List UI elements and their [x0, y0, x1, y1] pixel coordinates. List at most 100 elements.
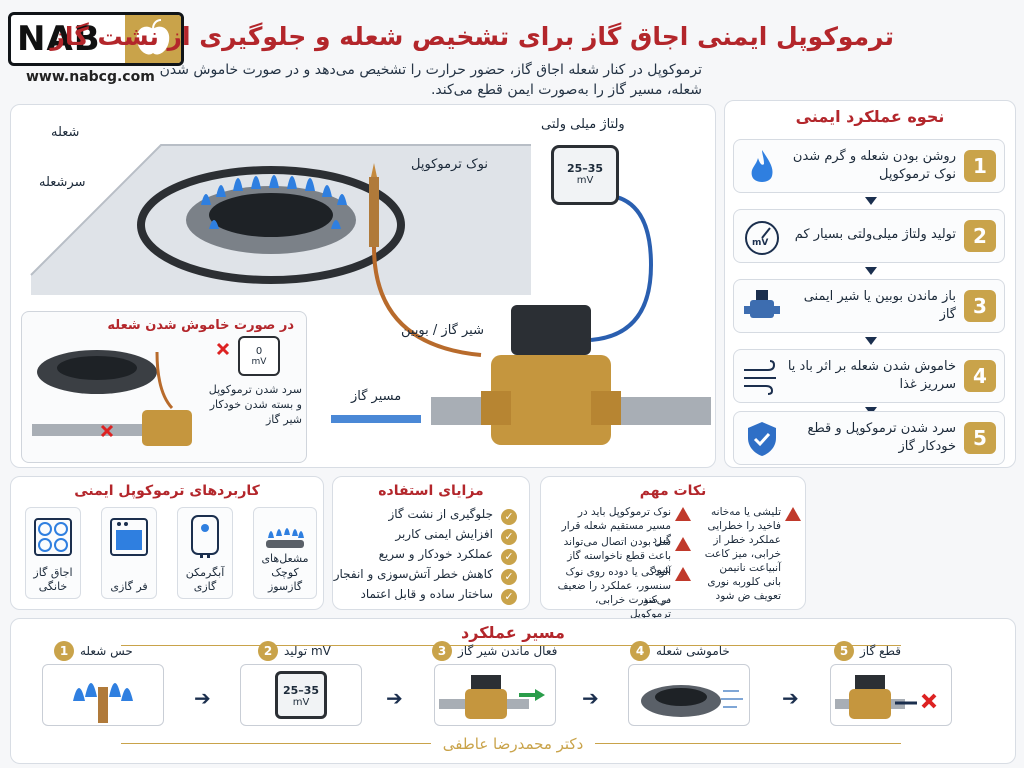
flow-step-5-number: 5 — [834, 641, 854, 661]
application-cooktop: اجاق گاز خانگی — [25, 507, 81, 599]
flame-sensor-icon — [73, 683, 133, 723]
flame-out-illustration — [32, 342, 230, 446]
brand-url[interactable]: www.nabcg.com — [26, 69, 155, 85]
flame-out-gauge-unit: mV — [251, 357, 267, 367]
benefits-title: مزایای استفاده — [378, 483, 484, 499]
step-3-text: باز ماندن بوبین یا شیر ایمنی گاز — [803, 289, 956, 322]
flow-arrow-icon: ➔ — [782, 686, 799, 710]
application-burner: مشعل‌های کوچک گازسوز — [253, 507, 317, 599]
flow-arrow-icon: ➔ — [194, 686, 211, 710]
flow-gauge-unit: mV — [292, 697, 310, 708]
flow-title-divider — [121, 645, 901, 646]
application-oven: فر گازی — [101, 507, 157, 599]
step-1-text: روشن بودن شعله و گرم شدن نوک ترموکوپل — [792, 149, 956, 182]
flame-out-gauge: 0 mV — [238, 336, 280, 376]
flow-step-4-label: خاموشی شعله — [656, 644, 730, 658]
warning-icon — [675, 567, 691, 581]
applications-panel: کاربردهای ترموکوپل ایمنی اجاق گاز خانگی … — [10, 476, 324, 610]
flow-step-1-number: 1 — [54, 641, 74, 661]
warning-icon — [675, 537, 691, 551]
application-oven-label: فر گازی — [110, 580, 148, 593]
step-5-number: 5 — [964, 422, 996, 454]
tip-item: عملکرد خطر از — [713, 534, 781, 546]
flame-out-icon — [641, 685, 743, 717]
gauge-icon-unit: mV — [752, 238, 769, 248]
gas-valve-label: شیر گاز / بوبین — [401, 323, 484, 338]
flow-gauge: 25–35 mV — [275, 671, 327, 719]
benefit-item: کاهش خطر آتش‌سوزی و انفجار — [333, 567, 493, 581]
flow-arrow-icon: ➔ — [386, 686, 403, 710]
application-water-heater-label: آبگرمکن گازی — [185, 566, 225, 593]
tips-panel: نکات مهم نوک ترموکوپل باید در مسیر مستقی… — [540, 476, 806, 620]
flame-icon — [742, 148, 782, 186]
author-text: دکتر محمدرضا عاطفی — [430, 735, 596, 753]
applications-title: کاربردهای ترموکوپل ایمنی — [74, 483, 260, 499]
tip-item: تلیشی یا مه‌خانه — [711, 506, 781, 518]
benefits-panel: مزایای استفاده جلوگیری از نشت گاز افزایش… — [332, 476, 530, 610]
flow-step-1-label: حس شعله — [80, 644, 133, 658]
flow-step-4 — [628, 664, 750, 726]
millivolt-gauge-value: 25–35 — [566, 162, 604, 175]
benefit-item: ساختار ساده و قابل اعتماد — [360, 587, 493, 601]
how-it-works-title: نحوه عملکرد ایمنی — [795, 107, 945, 126]
step-arrow — [865, 337, 877, 345]
flame-out-title: در صورت خاموش شدن شعله — [107, 318, 294, 333]
flow-arrow-icon: ➔ — [582, 686, 599, 710]
gas-cut-icon — [835, 675, 937, 719]
step-1-number: 1 — [964, 150, 996, 182]
tip-item: بانی کلوربه نوری — [707, 576, 781, 588]
tip-item: تعویف ض شود — [715, 590, 781, 602]
check-icon: ✓ — [501, 569, 517, 585]
step-2: 2 تولید ولتاژ میلی‌ولتی بسیار کم mV — [733, 209, 1005, 263]
tips-title: نکات مهم — [639, 483, 707, 499]
page-title: ترموکوپل ایمنی اجاق گاز برای تشخیص شعله … — [50, 22, 894, 51]
application-water-heater: آبگرمکن گازی — [177, 507, 233, 599]
warning-icon — [785, 507, 801, 521]
check-icon: ✓ — [501, 589, 517, 605]
valve-icon — [742, 288, 782, 326]
step-2-text: تولید ولتاژ میلی‌ولتی بسیار کم — [794, 227, 956, 242]
step-5: 5 سرد شدن ترموکوپل و قطع خودکار گاز — [733, 411, 1005, 465]
flame-label: شعله — [51, 125, 80, 140]
apple-logo-icon — [125, 15, 181, 63]
check-icon: ✓ — [501, 509, 517, 525]
flow-step-2: 25–35 mV — [240, 664, 362, 726]
water-heater-icon — [190, 514, 220, 562]
step-1: 1 روشن بودن شعله و گرم شدن نوک ترموکوپل — [733, 139, 1005, 193]
flow-step-5 — [830, 664, 952, 726]
tip-item: در صورت خرابی، ترموکوپل — [595, 594, 671, 620]
flow-title: مسیر عملکرد — [461, 623, 565, 642]
step-3-number: 3 — [964, 290, 996, 322]
application-burner-label: مشعل‌های کوچک گازسوز — [261, 552, 309, 593]
flow-step-3 — [434, 664, 556, 726]
tip-item: آلودگی یا دوده روی نوک سنسور، عملکرد را … — [557, 566, 671, 606]
cooktop-icon — [34, 518, 72, 560]
step-arrow — [865, 197, 877, 205]
step-4: 4 خاموش شدن شعله بر اثر باد یا سرریز غذا — [733, 349, 1005, 403]
flame-out-gauge-value: 0 — [255, 346, 263, 357]
check-icon: ✓ — [501, 529, 517, 545]
benefit-item: افزایش ایمنی کاربر — [395, 527, 493, 541]
step-4-text: خاموش شدن شعله بر اثر باد یا سرریز غذا — [787, 359, 956, 392]
page-subtitle: ترموکوپل در کنار شعله اجاق گاز، حضور حرا… — [159, 62, 702, 98]
gauge-icon: mV — [742, 218, 782, 256]
flame-out-inset: در صورت خاموش شدن شعله 0 mV سرد شدن ترمو… — [21, 311, 307, 463]
application-cooktop-label: اجاق گاز خانگی — [33, 566, 73, 593]
how-it-works-panel: نحوه عملکرد ایمنی 1 روشن بودن شعله و گرم… — [724, 100, 1016, 468]
millivolt-label: ولتاژ میلی ولتی — [541, 117, 625, 132]
flow-step-4-number: 4 — [630, 641, 650, 661]
flame-out-caption: سرد شدن ترموکوپل و بسته شدن خودکار شیر گ… — [208, 383, 302, 426]
flow-step-2-number: 2 — [258, 641, 278, 661]
burner-label: سرشعله — [39, 175, 86, 190]
tip-item: نوک ترموکوپل باید در مسیر مستقیم شعله قر… — [561, 506, 671, 546]
tip-item: خرابی، میز کاعت — [704, 548, 781, 560]
millivolt-gauge: 25–35 mV — [551, 145, 619, 205]
brand-name: NAB — [17, 19, 101, 59]
millivolt-gauge-unit: mV — [576, 175, 594, 186]
tip-item: آنبیاعت نانیمن — [719, 562, 781, 574]
step-5-text: سرد شدن ترموکوپل و قطع خودکار گاز — [807, 421, 956, 454]
warning-icon — [675, 507, 691, 521]
stove-illustration — [30, 144, 711, 445]
step-3: 3 باز ماندن بوبین یا شیر ایمنی گاز — [733, 279, 1005, 333]
oven-icon — [110, 518, 148, 560]
